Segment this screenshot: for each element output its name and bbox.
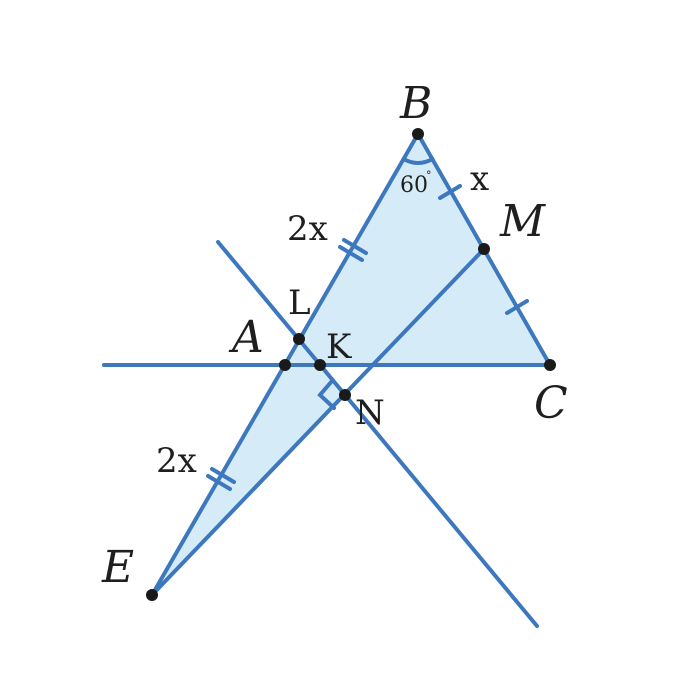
label-k: K <box>326 327 352 367</box>
tick-mc <box>505 299 529 315</box>
angle-b-value: 60 <box>400 173 428 198</box>
label-e: E <box>101 542 134 593</box>
side-label-ae: 2x <box>156 441 197 481</box>
right-angle-marker <box>317 379 336 410</box>
side-label-ba: 2x <box>287 209 328 249</box>
point-b <box>412 128 424 140</box>
point-m <box>478 243 490 255</box>
point-k <box>314 359 326 371</box>
tick-bm <box>438 184 462 200</box>
point-c <box>544 359 556 371</box>
point-l <box>293 333 305 345</box>
point-a <box>279 359 291 371</box>
angle-b-unit: ° <box>426 169 432 182</box>
label-l: L <box>288 283 311 323</box>
label-a: A <box>228 312 264 363</box>
side-label-bm: x <box>470 159 489 199</box>
label-b: B <box>399 78 432 129</box>
label-c: C <box>534 378 568 429</box>
point-e <box>146 589 158 601</box>
double-tick-ae <box>206 467 236 491</box>
label-m: M <box>499 196 546 247</box>
perpendicular-line <box>216 240 539 628</box>
triangle-aen-fill <box>152 365 345 595</box>
triangle-abc-fill <box>285 134 550 365</box>
point-n <box>339 389 351 401</box>
angle-b-arc <box>401 157 435 165</box>
segment-em <box>150 247 486 597</box>
double-tick-ba <box>338 238 368 262</box>
label-n: N <box>355 393 385 433</box>
